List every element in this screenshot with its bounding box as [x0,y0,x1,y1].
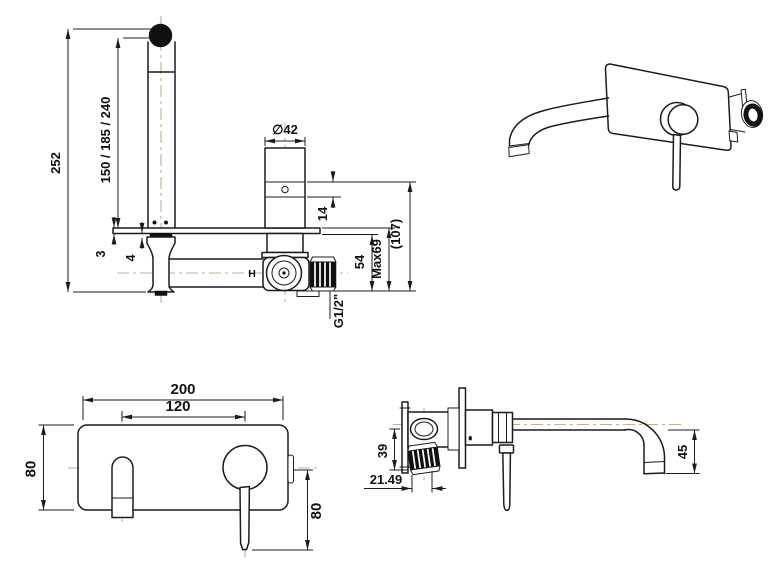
dim-plate-height-label: 80 [23,461,40,478]
dim-spout-drop-label: 45 [675,445,690,459]
wall-plate-edge [112,227,321,235]
profile-handle-collar [498,444,515,454]
profile-spout-nut [491,411,514,444]
dim-inlet-offset-label: 21.49 [370,472,403,487]
union-bottom-tab [154,290,168,296]
fitting-cap-top [309,256,337,263]
dim-plate-width-label: 200 [170,381,195,398]
dim-inlet-drop-label: 39 [375,444,390,458]
iso-spout-upper-edge [508,97,610,147]
profile-fitting-cap-bottom [409,465,441,476]
profile-nut-facets [498,412,507,443]
plate-screw-dot [152,220,157,225]
ext-lines-2149 [411,471,433,493]
profile-knurled-fitting-group [407,441,441,476]
profile-outlet-bottom [643,472,666,475]
ext-lines-252 [73,28,152,293]
spout-wall-union [146,236,176,293]
profile-spout-tube [511,418,626,431]
view-side-installed: H 252 150 / 185 / 240 3 4 ∅42 14 54 [48,16,416,328]
dim-max-depth-label: Max69 [369,239,384,279]
profile-elbow-inner [624,428,645,475]
cartridge-ring-lines [264,181,306,198]
valve-port-inner [278,267,290,279]
spout-outlet-end [148,23,173,48]
fitting-cap-bottom [309,286,337,292]
mixer-cartridge-body [264,147,306,229]
dim-spout-heights-label: 150 / 185 / 240 [98,97,113,184]
dim-thread-label: G1/2" [331,294,346,328]
hot-side-marker: H [248,268,256,280]
front-handle-lever [239,485,251,551]
valve-port-middle [271,260,297,286]
cartridge-set-screw [281,185,289,194]
dim-overall-height-label: 252 [48,152,63,174]
dim-spout-to-handle-label: 120 [165,398,190,415]
iso-handle-lever [672,133,682,191]
connecting-pipe [168,258,264,288]
profile-aerator-line [643,461,665,463]
front-handle-cap [222,444,268,491]
dim-handle-drop-label: 80 [308,503,325,520]
view-front: 200 120 80 80 [23,381,325,557]
valve-neck [266,232,304,254]
ext-lines-14 [307,181,416,198]
iso-handle-cap-front [667,103,699,136]
fitting-step [296,290,320,297]
knurled-fitting [309,261,337,288]
dim-base-gap-label: 4 [124,254,138,261]
profile-handle-stem [502,452,512,512]
dim-body-diameter-label: ∅42 [272,122,298,137]
profile-wall-plate-edge [458,387,467,469]
dim-plate-thickness-label: 3 [94,250,108,257]
iso-fitting-link-lines [729,93,746,133]
iso-spout-lower-edge [528,115,610,146]
front-spout [111,456,134,519]
profile-mounting-bracket [401,401,409,474]
view-isometric [508,63,764,191]
profile-knurl-stripes [411,448,436,469]
profile-elbow-outer [624,418,666,475]
front-inlet-tab [287,454,294,484]
dim-overall-depth-label: (107) [388,219,403,249]
dim-trim-depth-label: 14 [315,206,330,221]
valve-port-center [282,271,286,275]
profile-set-screw-dot [468,436,472,441]
dim-inlet-depth-label: 54 [352,254,367,269]
profile-body-behind-plate [447,407,460,451]
plate-screw-dot [163,220,169,225]
iso-inlet-thread-ring [743,103,763,127]
view-side-profile: 39 21.49 45 [364,387,700,512]
knurl-stripes [314,262,331,287]
profile-inlet-port-inner [414,421,434,437]
iso-spout-cap-line [509,143,530,147]
spout-riser-pipe [147,41,176,229]
profile-bracket-lines [399,407,411,468]
iso-plate-notch [728,130,739,143]
iso-aerator-tip [508,144,530,158]
